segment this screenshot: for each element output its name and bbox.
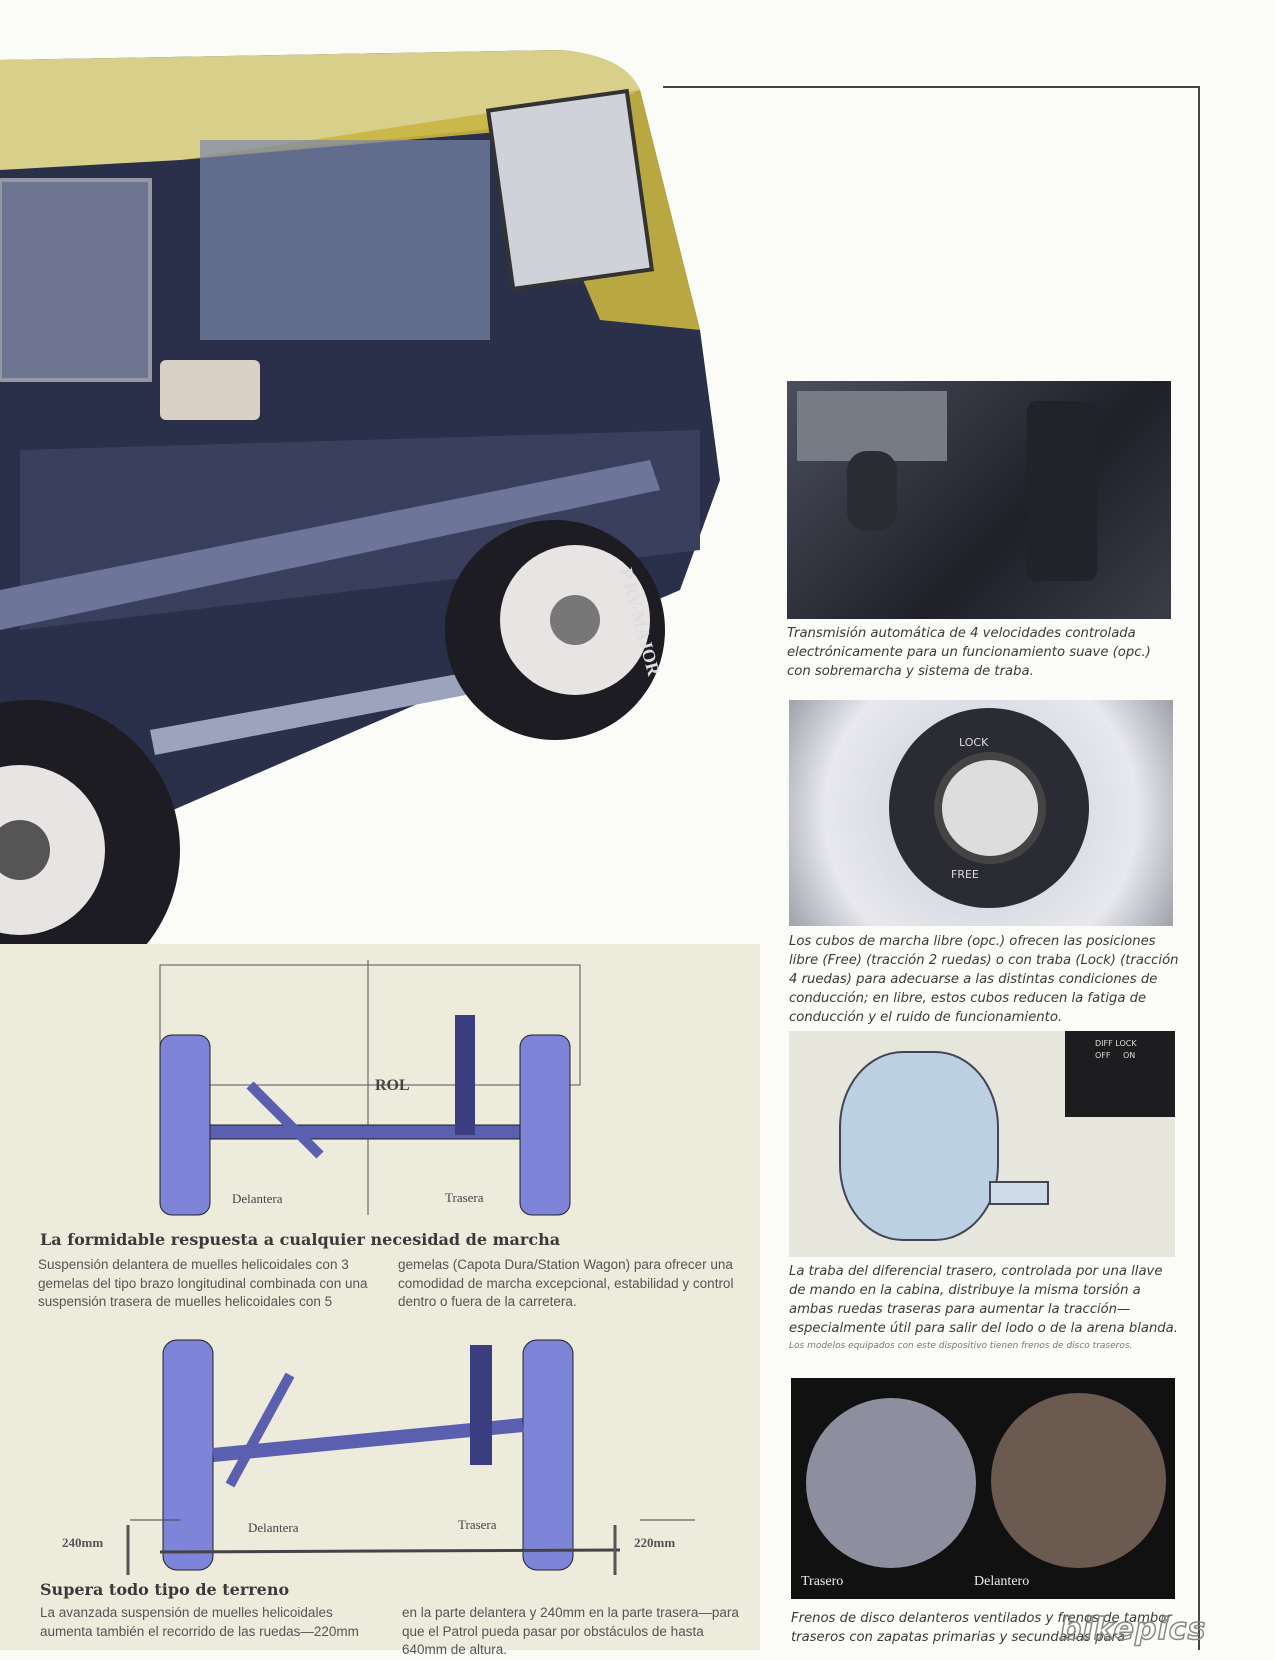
vehicle-cutaway-illustration: P RV-MAJOR	[0, 50, 720, 1000]
diagram1-rear-label: Trasera	[445, 1190, 484, 1205]
badge-text: ROL	[375, 1077, 410, 1094]
section2-heading: Supera todo tipo de terreno	[40, 1580, 290, 1599]
section1-col1: Suspensión delantera de muelles helicoid…	[38, 1257, 368, 1309]
suspension-diagram-1: ROL	[159, 960, 581, 1216]
hub-lock-label: LOCK	[959, 736, 989, 749]
frame-rule-right	[1198, 86, 1200, 1650]
brake-rear-label: Trasero	[801, 1574, 844, 1589]
hubs-caption: Los cubos de marcha libre (opc.) ofrecen…	[789, 934, 1179, 1025]
section1-heading: La formidable respuesta a cualquier nece…	[40, 1230, 561, 1249]
suspension-diagram-2	[126, 1339, 695, 1575]
section2-col2: en la parte delantera y 240mm en la part…	[402, 1605, 739, 1657]
switch-off-label: OFF	[1095, 1051, 1111, 1060]
brakes-caption: Frenos de disco delanteros ventilados y …	[791, 1611, 1172, 1645]
hub-free-label: FREE	[951, 868, 979, 881]
diagram2-front-label: Delantera	[248, 1520, 299, 1535]
section1-col2: gemelas (Capota Dura/Station Wagon) para…	[398, 1257, 734, 1309]
transmission-photo	[787, 381, 1171, 619]
diff-lock-switch-label: DIFF LOCK	[1095, 1039, 1137, 1048]
section2-col1: La avanzada suspensión de muelles helico…	[40, 1605, 359, 1639]
frame-rule-top	[663, 86, 1200, 88]
watermark-logo: bikepics	[1059, 1611, 1207, 1648]
travel-220mm-label: 220mm	[634, 1535, 676, 1550]
switch-on-label: ON	[1123, 1051, 1136, 1060]
diff-lock-caption: La traba del diferencial trasero, contro…	[789, 1264, 1178, 1336]
transmission-caption: Transmisión automática de 4 velocidades …	[787, 626, 1151, 679]
diff-lock-switch-inset: DIFF LOCK OFF ON	[1065, 1031, 1175, 1117]
brakes-photo: Trasero Delantero	[791, 1378, 1175, 1599]
diff-lock-note: Los modelos equipados con este dispositi…	[789, 1341, 1133, 1351]
diagram2-rear-label: Trasera	[458, 1517, 497, 1532]
travel-240mm-label: 240mm	[62, 1535, 104, 1550]
free-wheel-hub-photo: LOCK FREE	[789, 700, 1173, 926]
brake-front-label: Delantero	[974, 1574, 1030, 1589]
diagram1-front-label: Delantera	[232, 1191, 283, 1206]
diff-lock-illustration: DIFF LOCK OFF ON	[789, 1031, 1175, 1257]
